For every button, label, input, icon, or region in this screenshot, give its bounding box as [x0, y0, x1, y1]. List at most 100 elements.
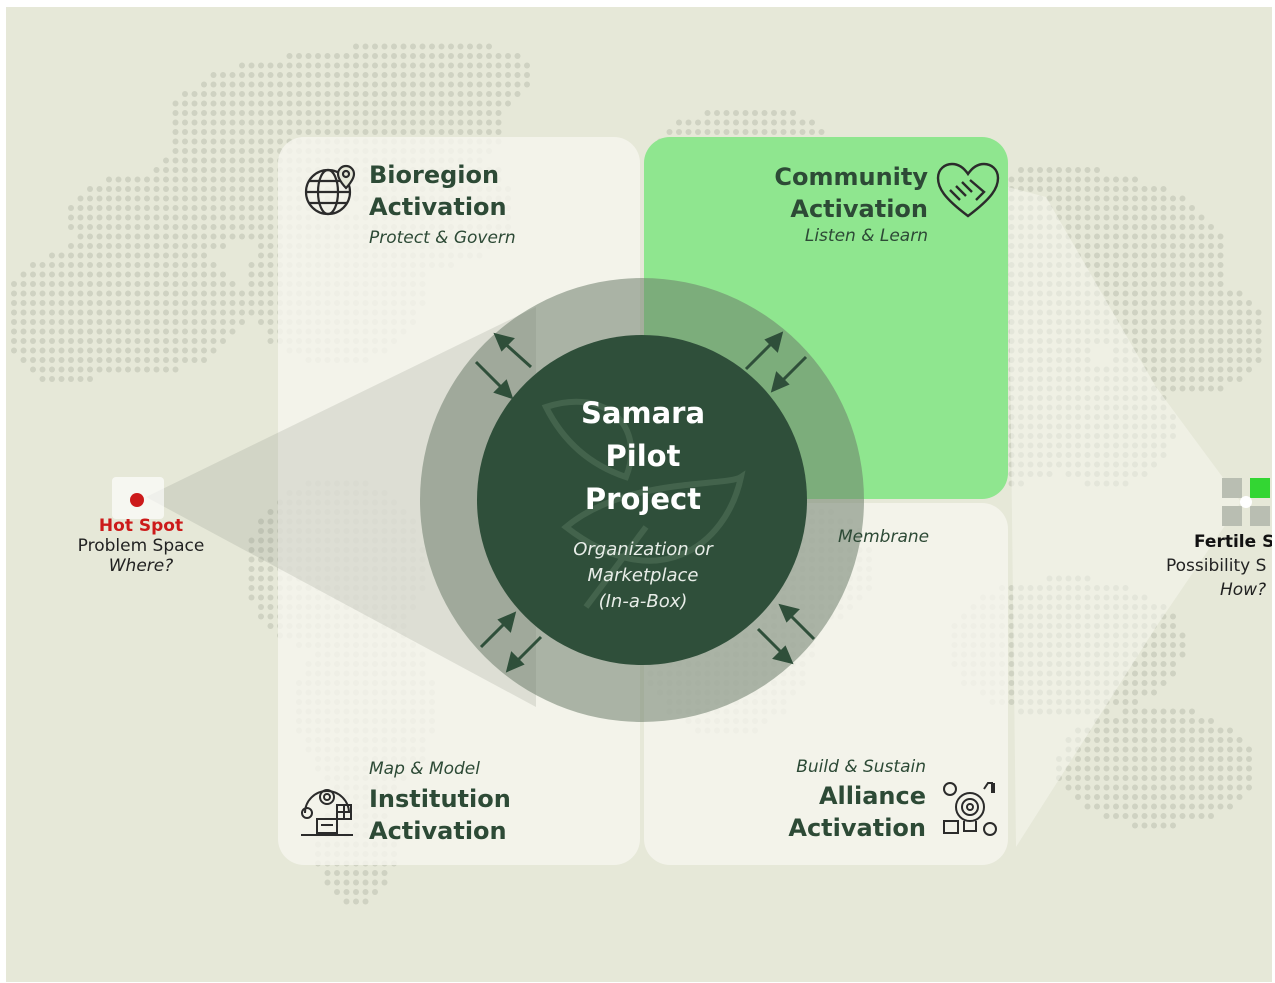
- map-dot: [163, 357, 169, 363]
- fertile-grid-2: [1250, 478, 1270, 498]
- map-dot: [182, 328, 188, 335]
- map-dot: [239, 148, 245, 154]
- map-dot: [77, 319, 84, 325]
- map-dot: [49, 271, 55, 278]
- map-dot: [134, 252, 141, 259]
- map-dot: [220, 281, 226, 287]
- map-dot: [220, 110, 226, 116]
- map-dot: [30, 366, 36, 373]
- map-dot: [201, 338, 207, 344]
- map-dot: [229, 328, 236, 335]
- map-dot: [353, 53, 359, 59]
- map-dot: [144, 338, 150, 344]
- map-dot: [144, 233, 150, 240]
- map-dot: [248, 309, 255, 316]
- map-dot: [353, 62, 359, 69]
- map-dot: [239, 129, 245, 135]
- map-dot: [201, 243, 207, 249]
- map-dot: [163, 243, 169, 249]
- map-dot: [172, 176, 179, 183]
- map-dot: [258, 271, 264, 278]
- map-dot: [96, 281, 103, 287]
- map-dot: [220, 186, 226, 192]
- map-dot: [296, 110, 302, 116]
- map-dot: [201, 176, 207, 183]
- map-dot: [163, 281, 169, 287]
- bioregion-title-1: Bioregion: [369, 161, 500, 189]
- map-dot: [58, 300, 65, 306]
- map-dot: [172, 224, 179, 230]
- map-dot: [324, 879, 331, 886]
- map-dot: [229, 186, 236, 192]
- map-dot: [334, 129, 340, 135]
- map-dot: [144, 357, 150, 363]
- map-dot: [220, 91, 226, 97]
- map-dot: [220, 328, 226, 335]
- map-dot: [163, 167, 169, 173]
- community-subtitle: Listen & Learn: [804, 226, 928, 246]
- map-dot: [77, 376, 84, 382]
- map-dot: [182, 233, 188, 240]
- map-dot: [68, 338, 74, 344]
- map-dot: [20, 347, 27, 354]
- map-dot: [267, 91, 274, 97]
- map-dot: [58, 281, 65, 287]
- map-dot: [315, 119, 321, 126]
- map-dot: [343, 62, 350, 69]
- map-dot: [210, 233, 217, 240]
- map-dot: [115, 290, 122, 297]
- map-dot: [296, 81, 302, 88]
- map-dot: [258, 518, 264, 525]
- map-dot: [258, 252, 264, 259]
- map-dot: [267, 129, 274, 135]
- map-dot: [106, 366, 112, 373]
- fertile-line: Possibility S: [1166, 556, 1267, 576]
- map-dot: [115, 338, 122, 344]
- map-dot: [163, 328, 169, 335]
- map-dot: [68, 328, 74, 335]
- map-dot: [163, 338, 169, 344]
- map-dot: [125, 224, 131, 230]
- map-dot: [229, 290, 236, 297]
- map-dot: [58, 271, 65, 278]
- map-dot: [172, 195, 179, 202]
- map-dot: [115, 243, 122, 249]
- map-dot: [229, 309, 236, 316]
- map-dot: [343, 129, 350, 135]
- map-dot: [58, 252, 65, 259]
- map-dot: [343, 91, 350, 97]
- map-dot: [210, 290, 217, 297]
- map-dot: [258, 243, 264, 249]
- map-dot: [220, 119, 226, 126]
- map-dot: [182, 271, 188, 278]
- map-dot: [30, 319, 36, 325]
- map-dot: [248, 224, 255, 230]
- map-dot: [229, 91, 236, 97]
- map-dot: [229, 148, 236, 154]
- alliance-title-2: Activation: [788, 814, 926, 842]
- map-dot: [153, 243, 160, 249]
- map-dot: [77, 252, 84, 259]
- map-dot: [343, 100, 350, 107]
- project-title-line-2: Pilot: [605, 439, 681, 473]
- map-dot: [77, 281, 84, 287]
- map-dot: [315, 81, 321, 88]
- map-dot: [172, 252, 179, 259]
- map-dot: [201, 157, 207, 164]
- map-dot: [191, 157, 198, 164]
- map-dot: [239, 214, 245, 221]
- map-dot: [191, 338, 198, 344]
- map-dot: [229, 300, 236, 306]
- map-dot: [296, 129, 302, 135]
- map-dot: [258, 281, 264, 287]
- map-dot: [134, 205, 141, 211]
- map-dot: [182, 205, 188, 211]
- map-dot: [115, 300, 122, 306]
- map-dot: [277, 129, 283, 135]
- map-dot: [296, 119, 302, 126]
- map-dot: [324, 119, 331, 126]
- map-dot: [172, 271, 179, 278]
- map-dot: [248, 157, 255, 164]
- map-dot: [267, 271, 274, 278]
- map-dot: [20, 290, 27, 297]
